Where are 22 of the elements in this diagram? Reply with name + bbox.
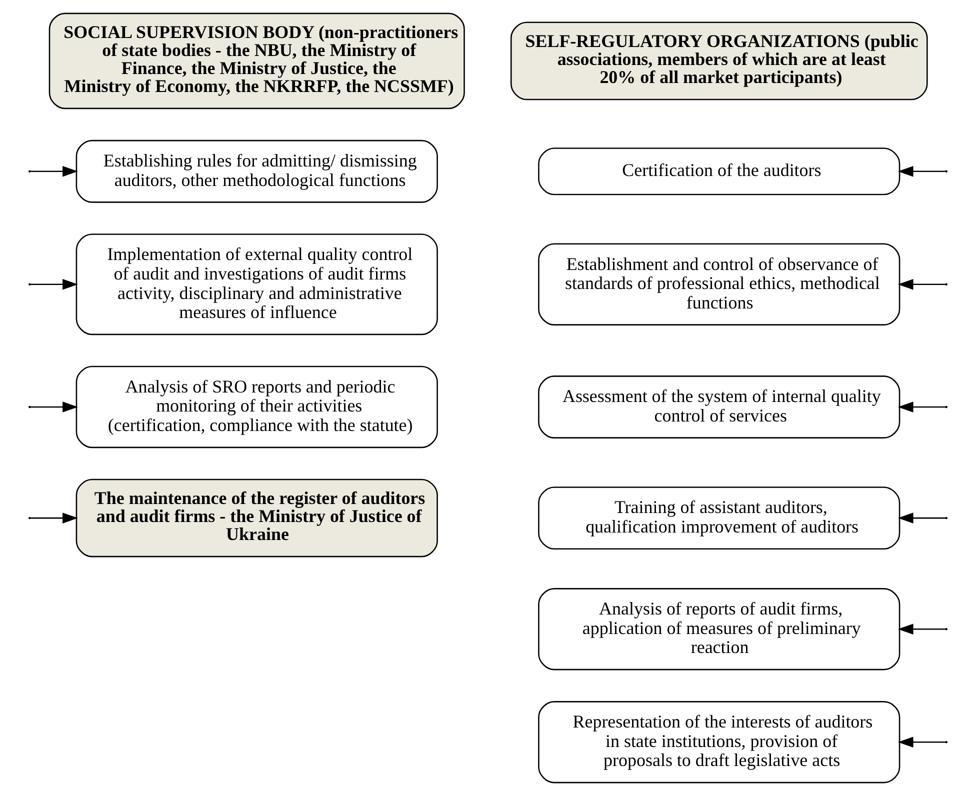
arrow xyxy=(898,624,946,635)
node-box: Establishment and control of observance of standards of professional ethics, methodical functions xyxy=(538,243,900,326)
arrow xyxy=(898,512,946,524)
node-box: Analysis of reports of audit firms, application of measures of preliminary reaction xyxy=(538,588,900,670)
node-box: The maintenance of the register of auditors and audit firms - the Ministry of Justice of Ukraine xyxy=(76,478,438,558)
node-box: Certification of the auditors xyxy=(538,148,900,196)
node-box: Implementation of external quality control of audit and investigations of audit firms activity, disciplinary and administrative measures of influence xyxy=(76,234,438,336)
arrow xyxy=(898,736,946,748)
node-box: Establishing rules for admitting/ dismissing auditors, other methodological functions xyxy=(76,140,438,203)
arrow xyxy=(30,512,78,524)
node-box: Representation of the interests of auditors in state institutions, provision of proposals to draft legislative acts xyxy=(538,701,900,784)
node-box: Assessment of the system of internal quality control of services xyxy=(538,376,900,438)
node-box: SELF-REGULATORY ORGANIZATIONS (public associations, members of which are at least 20% of all market participants) xyxy=(510,22,928,100)
arrow xyxy=(898,166,946,177)
node-box: Training of assistant auditors, qualification improvement of auditors xyxy=(538,486,900,550)
arrow xyxy=(30,402,78,412)
arrow xyxy=(898,278,946,290)
node-box: Analysis of SRO reports and periodic monitoring of their activities (certification, compliance with the statute) xyxy=(76,366,438,448)
node-box: SOCIAL SUPERVISION BODY (non-practitioners of state bodies - the NBU, the Ministry of Finance, the Ministry of Justice, the Ministry of Economy, the NKRRFP, the NCSSMF) xyxy=(48,12,465,110)
arrow xyxy=(898,402,946,412)
arrow xyxy=(30,278,78,290)
arrow xyxy=(30,166,78,177)
